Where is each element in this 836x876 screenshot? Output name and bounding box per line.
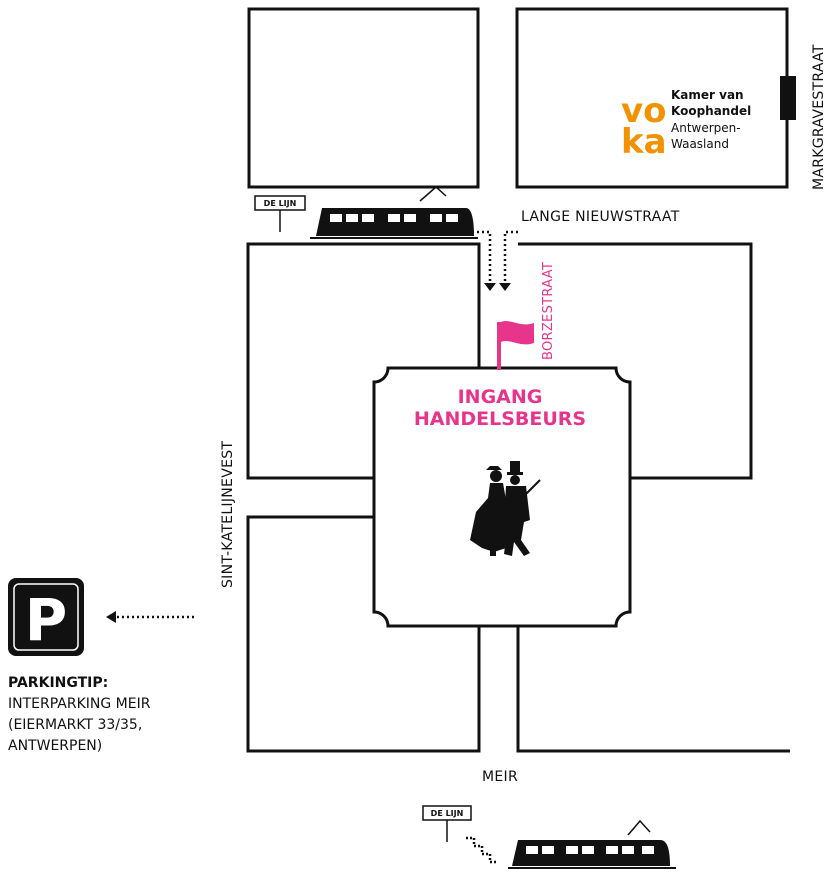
block-top-left	[247, 7, 480, 189]
block-bottom-left	[246, 515, 481, 753]
street-lange-nieuwstraat: LANGE NIEUWSTRAAT	[521, 209, 680, 225]
voka-line-3: Antwerpen-	[671, 121, 741, 135]
stairs-route-icon	[466, 836, 498, 864]
route-arrow-icon	[484, 283, 496, 291]
markgravestraat-marker	[780, 76, 796, 120]
arrow-left-icon	[106, 611, 116, 623]
walking-route	[472, 230, 518, 286]
street-sint-katelijnevest: SINT-KATELIJNEVEST	[220, 441, 236, 588]
parking-tip-line-3: ANTWERPEN)	[8, 738, 103, 754]
tram-stop-bottom: DE LIJN	[422, 805, 472, 842]
block-bottom-right	[516, 626, 790, 753]
voka-line-4: Waasland	[671, 137, 729, 151]
building-blocks	[246, 7, 790, 753]
voka-logo-bottom: ka	[621, 122, 667, 162]
voka-line-2: Koophandel	[671, 104, 751, 118]
route-arrow-icon-2	[499, 283, 511, 291]
flag-icon	[497, 321, 534, 370]
delijn-label-bottom: DE LIJN	[431, 809, 464, 818]
entrance-line-2: HANDELSBEURS	[414, 408, 586, 430]
entrance-line-1: INGANG	[458, 386, 543, 408]
parking-tip-line-2: (EIERMARKT 33/35,	[8, 717, 143, 733]
parking-tip: PARKINGTIP: INTERPARKING MEIR (EIERMARKT…	[8, 673, 150, 757]
street-meir: MEIR	[482, 769, 518, 785]
tram-stop-top: DE LIJN	[254, 195, 306, 232]
parking-sign-icon: P	[8, 578, 84, 656]
tram-icon-bottom	[508, 819, 676, 869]
street-borzestraat: BORZESTRAAT	[541, 262, 556, 360]
tram-icon-top	[310, 185, 478, 239]
voka-logo-top: vo	[621, 91, 667, 131]
street-markgravestraat: MARKGRAVESTRAAT	[811, 44, 827, 190]
voka-logo: vo ka Kamer van Koophandel Antwerpen- Wa…	[621, 88, 751, 162]
block-mid-left	[246, 242, 481, 480]
dancing-couple-icon	[470, 461, 541, 556]
parking-route	[106, 611, 194, 623]
parking-tip-title: PARKINGTIP:	[8, 675, 109, 691]
block-mid-right	[518, 242, 753, 480]
parking-sign-letter: P	[25, 586, 68, 654]
delijn-label-top: DE LIJN	[264, 199, 297, 208]
voka-line-1: Kamer van	[671, 88, 744, 102]
parking-tip-line-1: INTERPARKING MEIR	[8, 696, 151, 712]
